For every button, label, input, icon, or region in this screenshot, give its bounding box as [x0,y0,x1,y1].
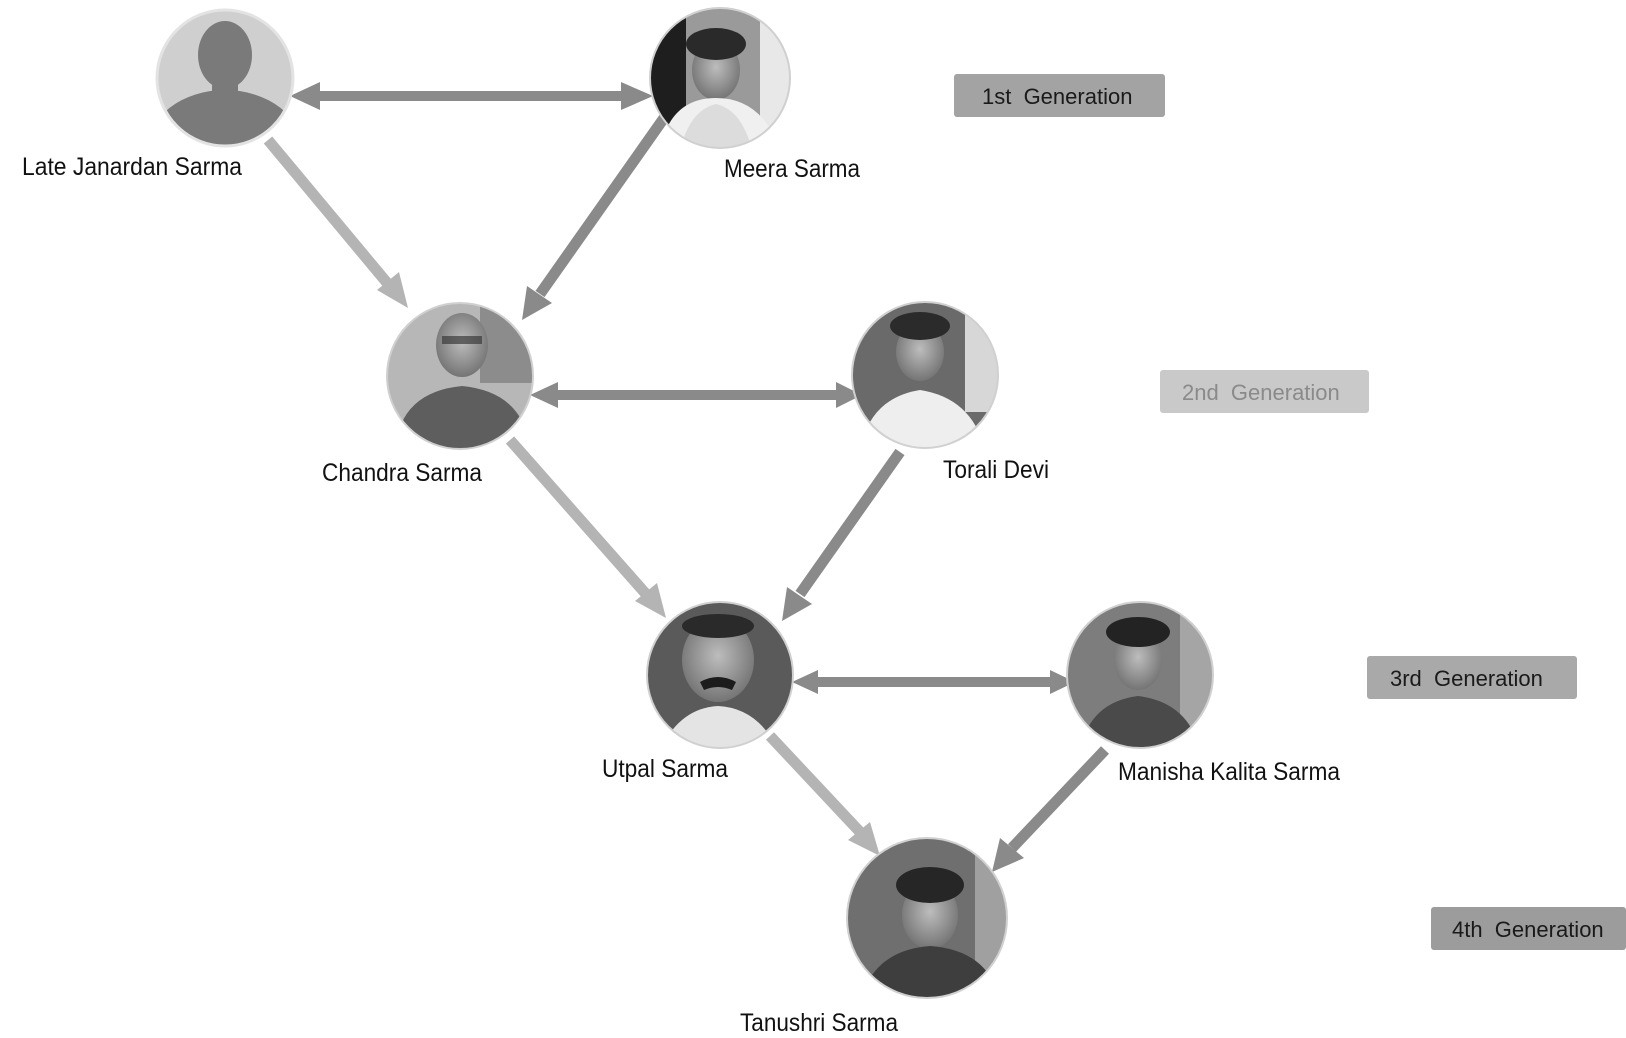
generation-label-4: 4th Generation [1452,917,1604,942]
generation-badge-2: 2nd Generation [1160,370,1369,413]
generation-badge-1: 1st Generation [954,74,1165,117]
name-chandra: Chandra Sarma [322,459,482,487]
generation-badge-4: 4th Generation [1431,907,1626,950]
generation-label-2: 2nd Generation [1182,380,1340,405]
arrow-chandra-to-utpal [505,436,666,618]
name-janardan: Late Janardan Sarma [22,153,242,181]
arrow-torali-to-utpal [782,448,905,621]
photo-meera [649,7,791,149]
spouse-arrow-gen1 [290,82,653,110]
generation-label-1: 1st Generation [982,84,1132,109]
person-silhouette-icon [157,21,293,146]
generation-label-3: 3rd Generation [1390,666,1543,691]
spouse-arrow-gen2 [530,382,862,408]
photo-janardan [155,8,295,148]
name-tanushri: Tanushri Sarma [740,1009,898,1037]
arrow-manisha-to-tanushri [992,746,1109,872]
name-meera: Meera Sarma [724,155,860,183]
arrow-janardan-to-chandra [263,136,408,308]
arrow-utpal-to-tanushri [765,732,880,856]
photo-torali [851,301,999,449]
photo-utpal [646,601,794,749]
generation-badge-3: 3rd Generation [1367,656,1577,699]
spouse-arrow-gen3 [792,670,1075,694]
photo-tanushri [846,837,1008,999]
relationship-arrows [263,82,1109,872]
name-manisha: Manisha Kalita Sarma [1118,758,1340,786]
photo-chandra [386,302,534,450]
arrow-meera-to-chandra [522,114,669,320]
name-torali: Torali Devi [943,456,1049,484]
photo-manisha [1066,601,1214,749]
name-utpal: Utpal Sarma [602,755,728,783]
